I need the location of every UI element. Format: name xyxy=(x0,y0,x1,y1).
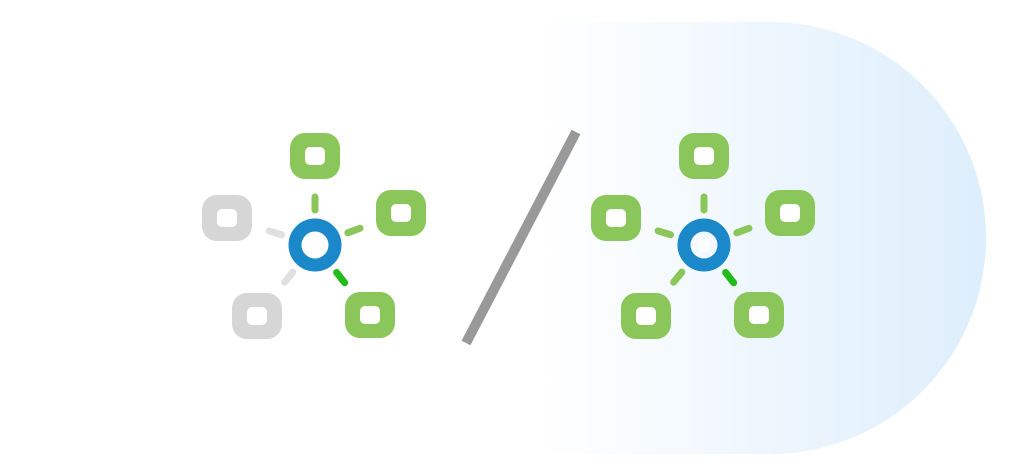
link-lower-left xyxy=(670,268,686,286)
link-upper-right xyxy=(733,224,753,237)
node-hole-top xyxy=(305,147,325,165)
link-upper-right xyxy=(344,224,364,237)
node-hole-lower-left xyxy=(247,307,267,325)
hub-node xyxy=(677,218,731,272)
hub-node xyxy=(288,218,342,272)
node-hole-lower-right xyxy=(360,306,380,324)
partial-network-diagram xyxy=(202,133,426,339)
node-hole-upper-left xyxy=(217,209,237,227)
node-hole-upper-right xyxy=(391,204,411,222)
node-hole-lower-left xyxy=(636,307,656,325)
hub-center xyxy=(697,238,711,252)
node-hole-lower-right xyxy=(749,306,769,324)
slash-divider xyxy=(461,129,581,346)
link-lower-right xyxy=(722,269,738,287)
node-hole-upper-right xyxy=(780,204,800,222)
link-upper-left xyxy=(654,227,675,239)
hub-center xyxy=(308,238,322,252)
complete-network-diagram xyxy=(591,133,815,339)
node-hole-upper-left xyxy=(606,209,626,227)
link-lower-left xyxy=(281,268,297,286)
link-upper-left xyxy=(265,227,286,239)
link-lower-right xyxy=(333,269,349,287)
node-hole-top xyxy=(694,147,714,165)
background-pill xyxy=(0,22,986,454)
